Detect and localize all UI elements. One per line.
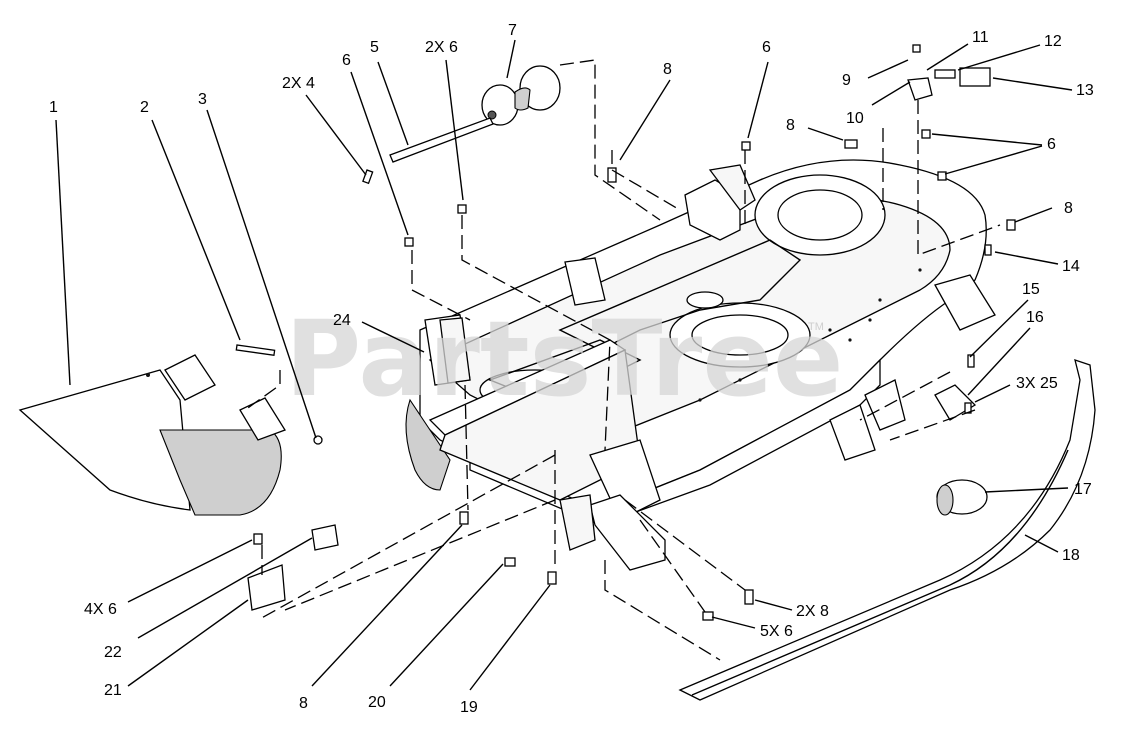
deck-front-channel xyxy=(428,339,661,521)
callout-labels: 1 2 3 2X 4 5 6 2X 6 7 8 6 9 11 12 10 13 … xyxy=(49,22,1094,716)
part-18-rail xyxy=(678,359,1096,701)
part-1-deflector xyxy=(18,354,286,516)
callout-7: 7 xyxy=(508,22,517,39)
callout-8-c: 8 xyxy=(1064,200,1073,217)
callout-15: 15 xyxy=(1022,281,1040,298)
front-hanger-plate xyxy=(559,494,666,571)
bracket-24 xyxy=(424,257,606,386)
callout-6-c: 6 xyxy=(1047,136,1056,153)
callout-8-d: 8 xyxy=(299,695,308,712)
callout-3x25: 3X 25 xyxy=(1016,375,1058,392)
assembly-lines xyxy=(244,59,1001,661)
callout-2x4: 2X 4 xyxy=(282,75,315,92)
callout-6-a: 6 xyxy=(342,52,351,69)
callout-2: 2 xyxy=(140,99,149,116)
callout-21: 21 xyxy=(104,682,122,699)
callout-19: 19 xyxy=(460,699,478,716)
callout-8-a: 8 xyxy=(663,61,672,78)
callout-13: 13 xyxy=(1076,82,1094,99)
hardware-bolts xyxy=(235,44,1016,621)
callout-22: 22 xyxy=(104,644,122,661)
callout-9: 9 xyxy=(842,72,851,89)
watermark-text: PartsTree xyxy=(285,298,843,420)
right-side-brackets xyxy=(829,274,996,461)
callout-12: 12 xyxy=(1044,33,1062,50)
callout-8-b: 8 xyxy=(786,117,795,134)
part-7-rollers xyxy=(481,65,561,126)
callout-17: 17 xyxy=(1074,481,1092,498)
callout-18: 18 xyxy=(1062,547,1080,564)
rear-bracket xyxy=(684,164,756,241)
callout-3: 3 xyxy=(198,91,207,108)
callout-2x6: 2X 6 xyxy=(425,39,458,56)
callout-11: 11 xyxy=(972,29,989,46)
callout-6-b: 6 xyxy=(762,39,771,56)
callout-4x6: 4X 6 xyxy=(84,601,117,618)
part-17-roller xyxy=(936,479,988,516)
leader-lines xyxy=(55,39,1073,691)
callout-5x6: 5X 6 xyxy=(760,623,793,640)
watermark-trademark: TM xyxy=(808,321,824,333)
callout-24: 24 xyxy=(333,312,351,329)
part-5-axle xyxy=(389,117,494,163)
callout-1: 1 xyxy=(49,99,58,116)
callout-20: 20 xyxy=(368,694,386,711)
callout-5: 5 xyxy=(370,39,379,56)
callout-10: 10 xyxy=(846,110,864,127)
callout-16: 16 xyxy=(1026,309,1044,326)
callout-14: 14 xyxy=(1062,258,1080,275)
callout-2x8: 2X 8 xyxy=(796,603,829,620)
